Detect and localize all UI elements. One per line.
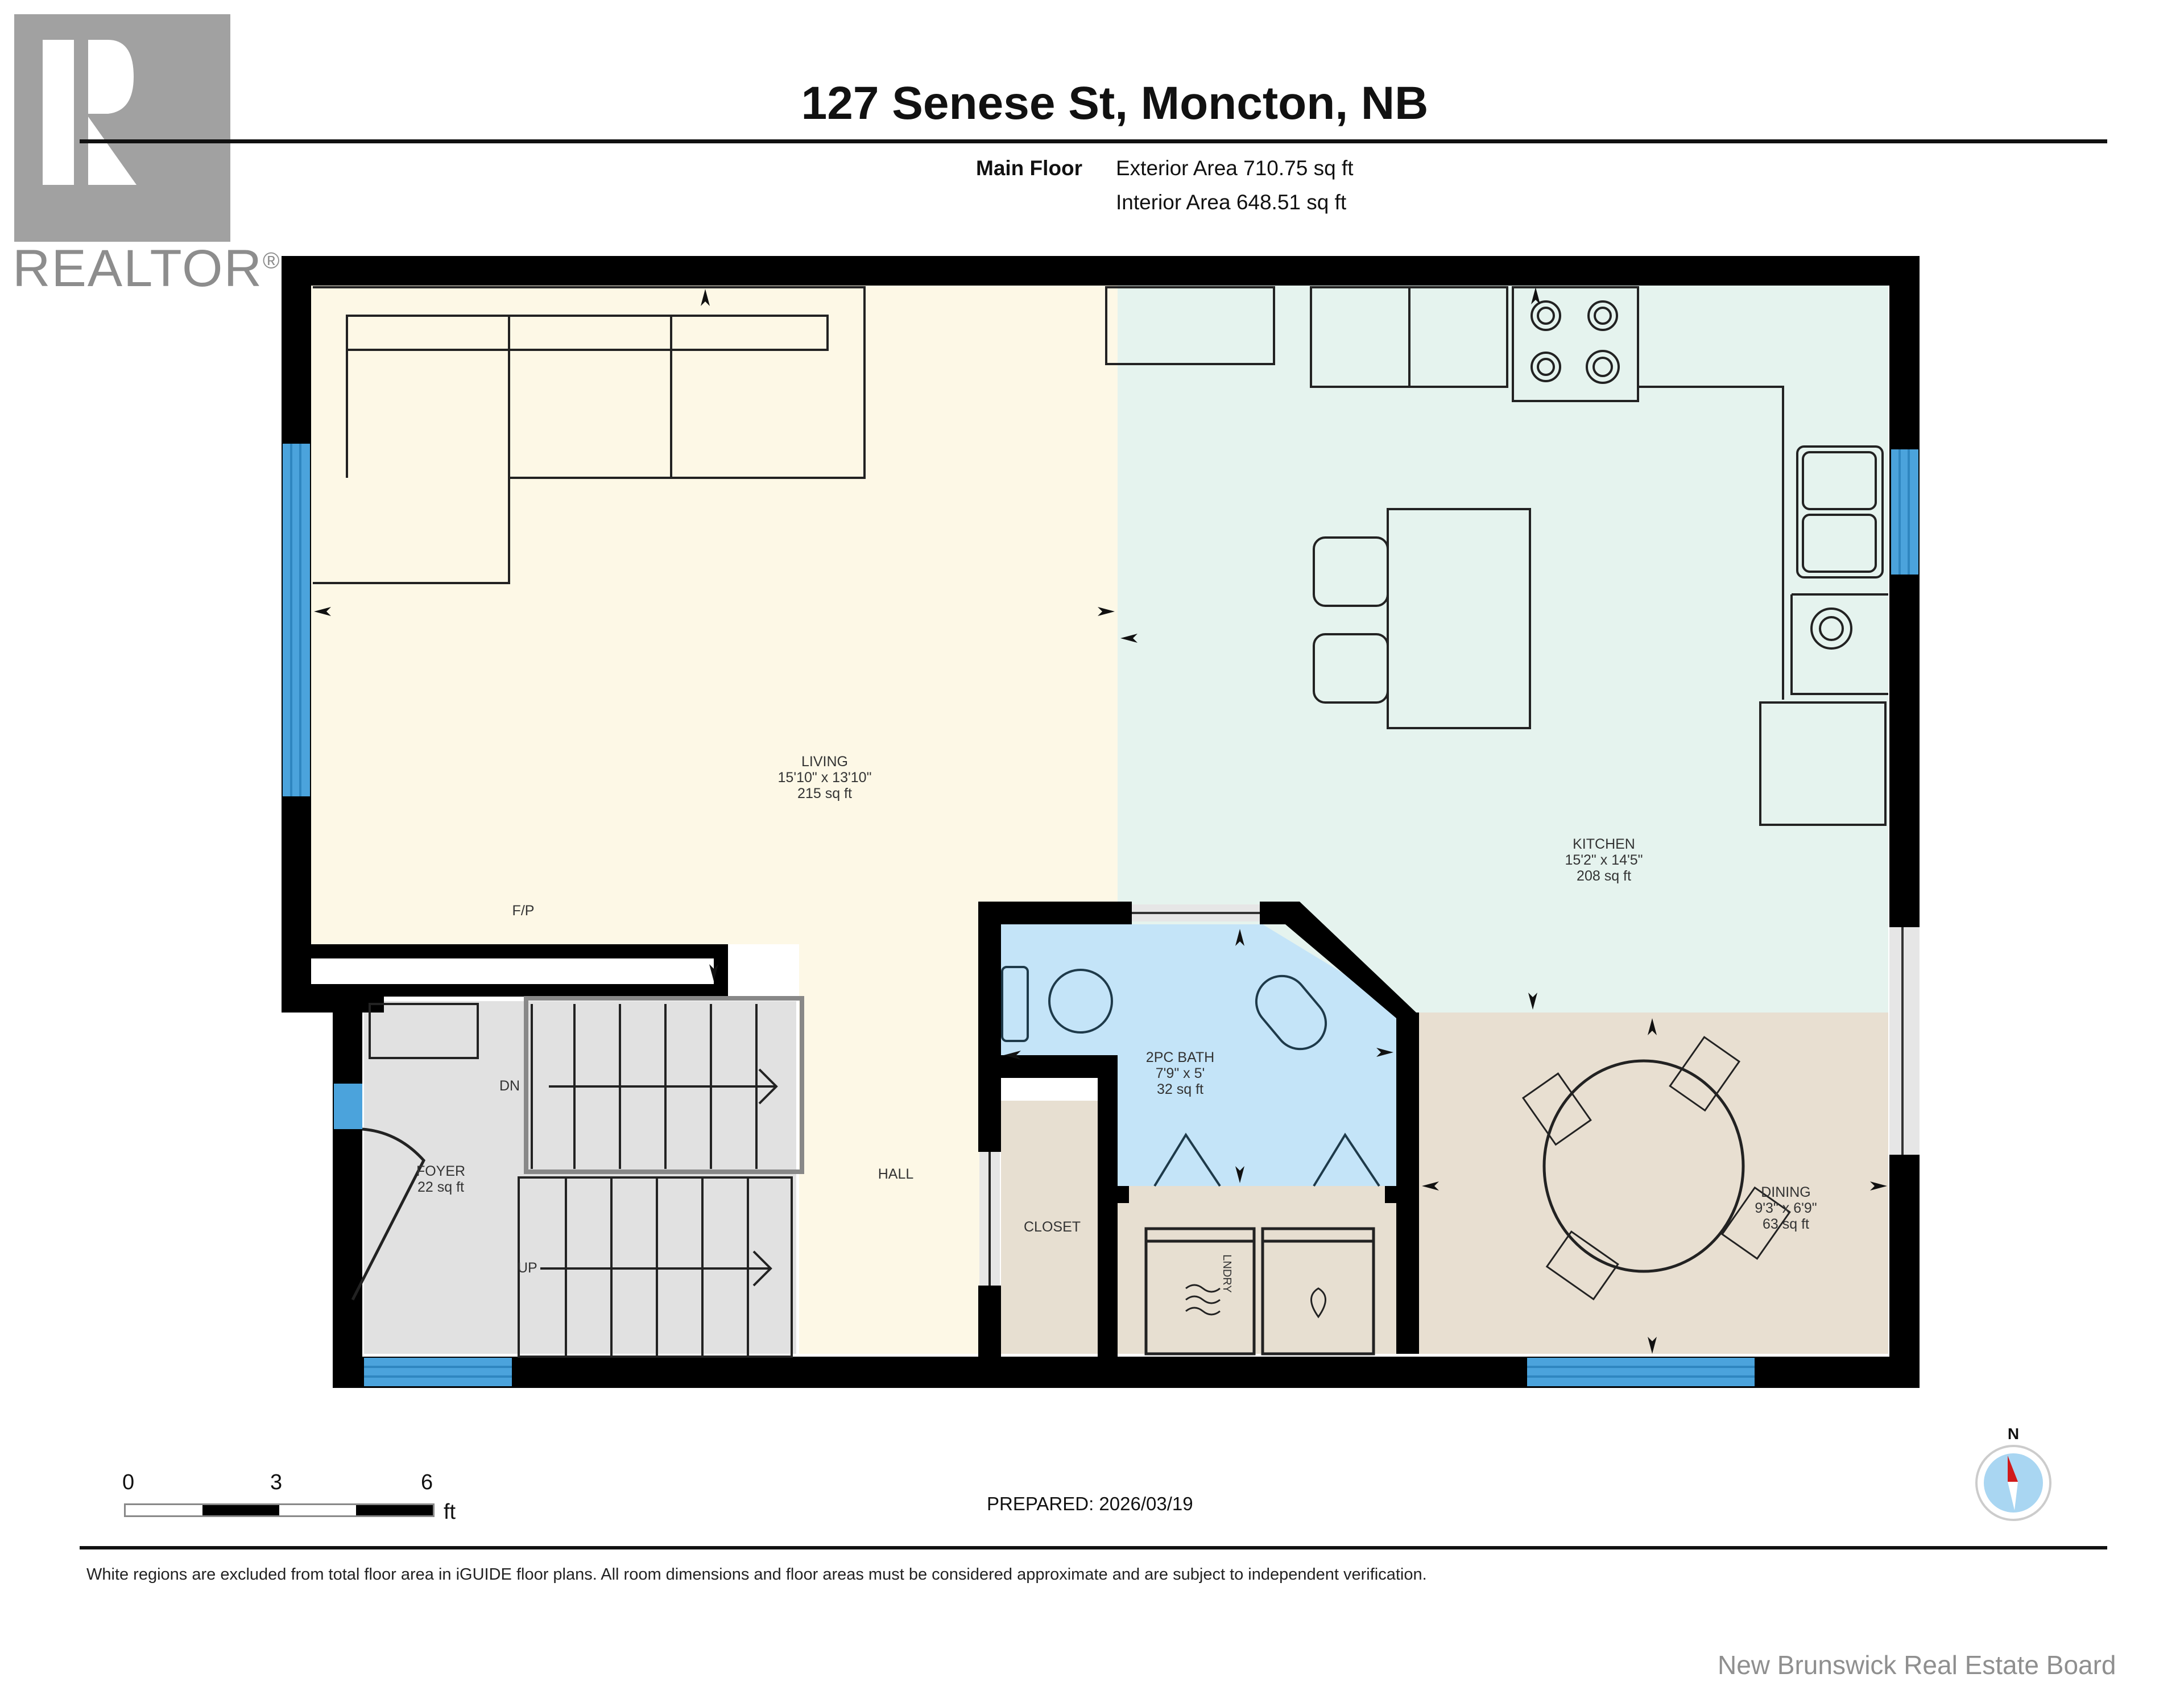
dining-table [1521, 1036, 1791, 1301]
floor-label: Main Floor [976, 156, 1083, 180]
scale-tick-0: 0 [122, 1470, 135, 1494]
registered-mark: ® [263, 248, 281, 274]
room-area: 208 sq ft [1577, 868, 1631, 884]
header-divider [80, 139, 2107, 143]
laundry-fill [1118, 1186, 1396, 1354]
scale-unit: ft [444, 1500, 456, 1524]
footer-divider [80, 1546, 2107, 1549]
page-title: 127 Senese St, Moncton, NB [801, 77, 1429, 129]
closet-fill [1001, 1101, 1109, 1354]
room-label-closet: CLOSET [1023, 1219, 1081, 1235]
scale-bar: 0 3 6 ft [119, 1470, 483, 1539]
room-label-dining: DINING 9'3" x 6'9" 63 sq ft [1729, 1184, 1843, 1232]
board-watermark: New Brunswick Real Estate Board [1718, 1650, 2116, 1680]
prepared-date: PREPARED: 2026/03/19 [987, 1493, 1193, 1514]
room-area: 22 sq ft [417, 1179, 464, 1195]
scale-tick-6: 6 [421, 1470, 433, 1494]
room-dimensions: 7'9" x 5' [1155, 1065, 1205, 1081]
stairs-down-label: DN [499, 1078, 520, 1094]
compass-north-label: N [2007, 1425, 2020, 1443]
kitchen-cabinets [1105, 286, 1888, 826]
room-label-living: LIVING 15'10" x 13'10" 215 sq ft [756, 754, 893, 801]
room-area: 32 sq ft [1157, 1081, 1203, 1097]
dining-fill [1419, 1013, 1888, 1354]
exterior-area: Exterior Area 710.75 sq ft [1116, 156, 1354, 180]
stairs [351, 996, 804, 1358]
fireplace-label: F/P [512, 903, 535, 919]
room-name: 2PC BATH [1145, 1049, 1215, 1065]
room-name: KITCHEN [1573, 836, 1635, 852]
room-dimensions: 9'3" x 6'9" [1755, 1200, 1817, 1216]
windows [283, 444, 1918, 1386]
scale-tick-3: 3 [270, 1470, 283, 1494]
bath-fixtures [1001, 966, 1380, 1187]
laundry-machines [1144, 1227, 1375, 1356]
room-label-bath: 2PC BATH 7'9" x 5' 32 sq ft [1123, 1049, 1237, 1097]
sectional-sofa [313, 286, 866, 584]
realtor-logo [14, 14, 230, 242]
room-name: FOYER [416, 1163, 466, 1179]
kitchen-fill [1118, 284, 1888, 1013]
realtor-text: REALTOR [13, 239, 263, 297]
compass-icon [1975, 1445, 2051, 1521]
hall-fill [799, 944, 992, 1354]
living-fill [310, 284, 1118, 944]
window-lines [290, 444, 1910, 1378]
interior-area: Interior Area 648.51 sq ft [1116, 191, 1347, 214]
room-area: 215 sq ft [797, 786, 852, 801]
room-name: DINING [1761, 1184, 1811, 1200]
room-label-foyer: FOYER 22 sq ft [401, 1163, 481, 1195]
disclaimer-text: White regions are excluded from total fl… [86, 1565, 1427, 1584]
room-label-hall: HALL [878, 1166, 914, 1182]
realtor-r-icon [43, 40, 136, 185]
room-dimensions: 15'10" x 13'10" [777, 770, 872, 786]
stairs-up-label: UP [518, 1260, 537, 1276]
realtor-wordmark: REALTOR® [13, 239, 281, 299]
dimension-arrows [314, 287, 1887, 1354]
room-dimensions: 15'2" x 14'5" [1565, 852, 1643, 868]
room-label-kitchen: KITCHEN 15'2" x 14'5" 208 sq ft [1541, 836, 1666, 884]
laundry-label: LNDRY [1221, 1254, 1233, 1293]
compass: N [1974, 1425, 2053, 1522]
room-area: 63 sq ft [1763, 1216, 1809, 1232]
room-name: LIVING [801, 754, 848, 770]
